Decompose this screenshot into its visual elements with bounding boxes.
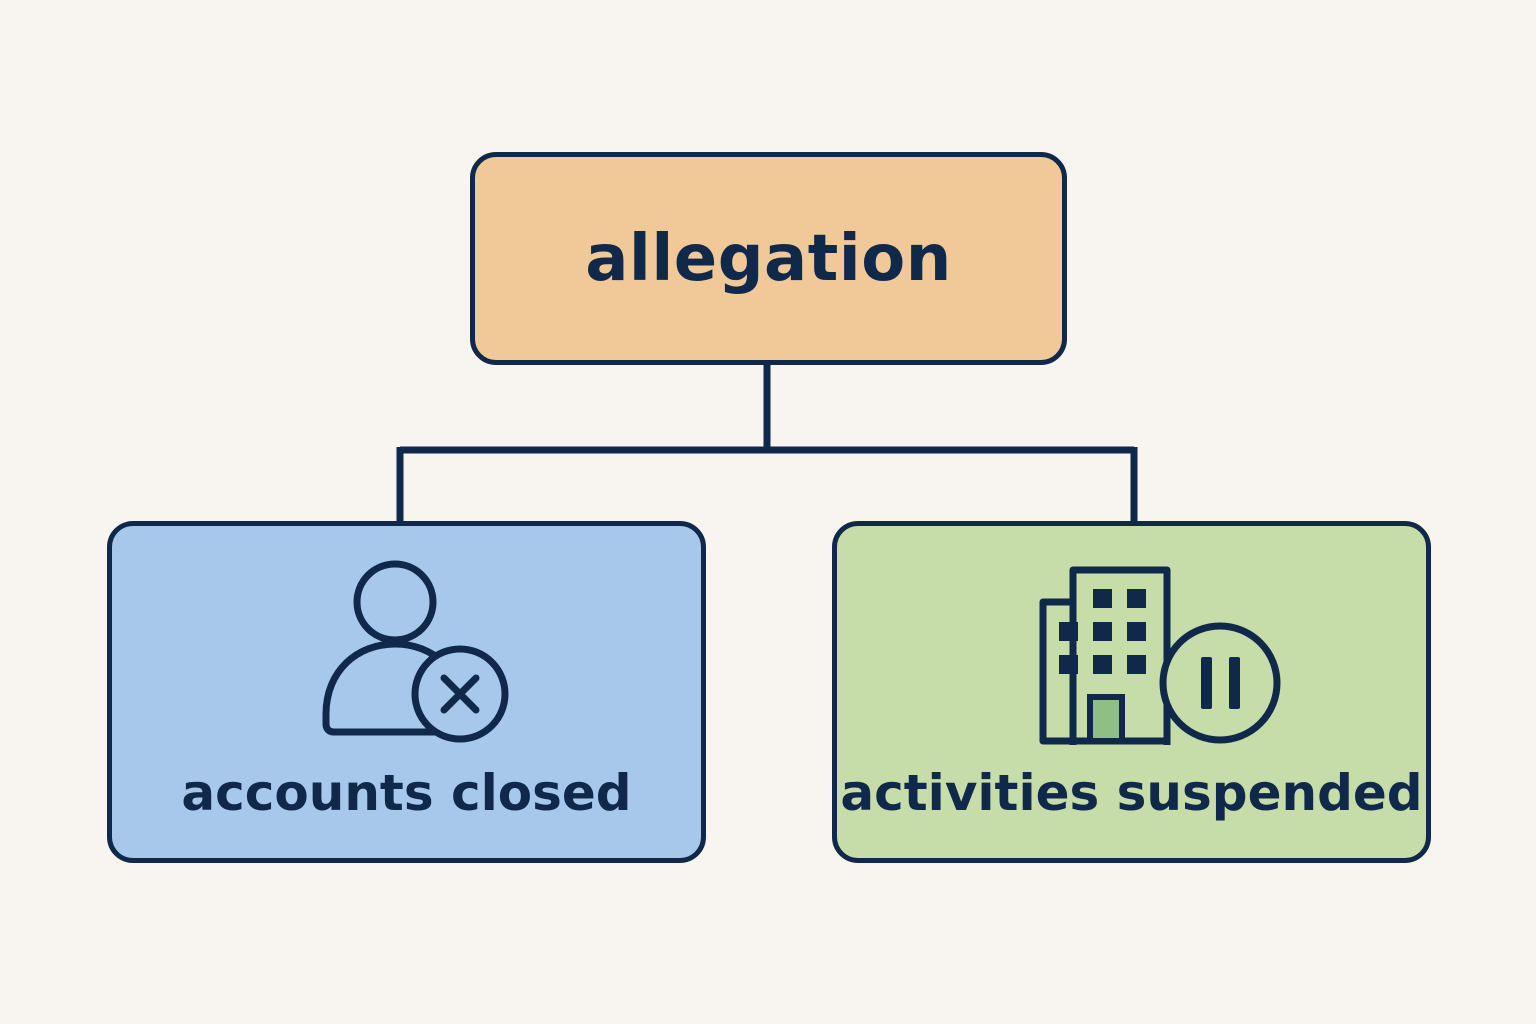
user-close-icon	[322, 560, 509, 743]
root-node: allegation	[470, 152, 1067, 365]
activities-suspended-node: activities suspended	[832, 521, 1431, 863]
activities-suspended-label: activities suspended	[840, 764, 1423, 822]
accounts-closed-node: accounts closed	[107, 521, 706, 863]
building-pause-icon	[1039, 566, 1281, 745]
root-node-label: allegation	[585, 222, 952, 296]
accounts-closed-label: accounts closed	[181, 764, 632, 822]
